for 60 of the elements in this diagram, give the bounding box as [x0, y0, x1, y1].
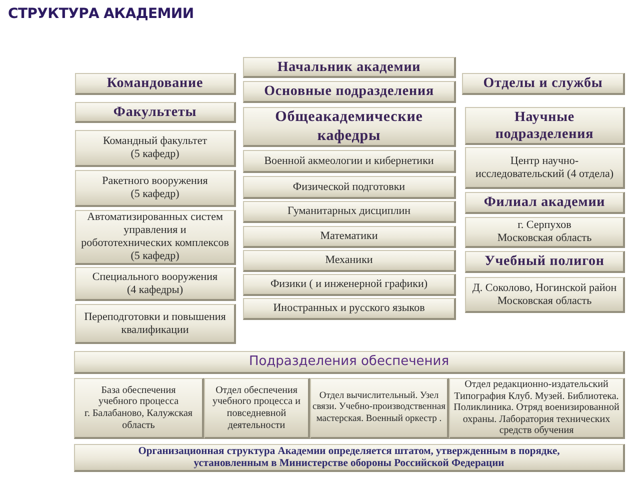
- section-heading: Филиал академии: [484, 194, 606, 211]
- unit-card: [243, 250, 456, 272]
- unit-card: [465, 217, 625, 248]
- unit-name: Автоматизированных систем управления и робототехнических комплексов (5 кафедр): [80, 211, 230, 263]
- section-heading: Начальник академии: [277, 58, 421, 76]
- section-heading: Учебный полигон: [484, 253, 604, 270]
- unit-description: Отдел редакционно-издательский Типография Клуб. Музей. Библиотека. Поликлиника. Отряд военизированной охраны. Лаборатория технических средств обучения: [452, 379, 620, 437]
- unit-name: Центр научно-исследовательский (4 отдела): [474, 154, 614, 180]
- unit-name: Механики: [325, 254, 373, 267]
- section-heading: Отделы и службы: [483, 75, 603, 92]
- support-unit-panel: [74, 378, 204, 439]
- unit-name: Физики ( и инженерной графики): [270, 278, 428, 291]
- unit-card: [75, 130, 236, 167]
- unit-description: Отдел обеспечения учебного процесса и повседневной деятельности: [212, 384, 302, 432]
- unit-card: [243, 150, 456, 173]
- unit-name: Физической подготовки: [292, 180, 406, 194]
- section-heading: Командование: [106, 75, 204, 92]
- section-header-bar: [465, 251, 625, 273]
- support-unit-panel: [310, 378, 449, 439]
- page-title: СТРУКТУРА АКАДЕМИИ: [8, 5, 194, 23]
- unit-name: Математики: [320, 230, 378, 243]
- section-header-bar: [465, 107, 625, 145]
- section-header-bar: [75, 102, 236, 123]
- unit-card: [465, 277, 625, 313]
- section-header-bar: [462, 73, 625, 95]
- unit-card: [75, 170, 236, 207]
- support-unit-panel: [204, 378, 310, 439]
- section-heading: Основные подразделения: [264, 83, 434, 100]
- unit-card: [243, 226, 456, 248]
- unit-name: Военной акмеологии и кибернетики: [264, 154, 434, 168]
- section-header-bar: [243, 107, 456, 147]
- unit-description: База обеспечения учебного процесса: [97, 384, 180, 408]
- unit-card: [243, 298, 456, 320]
- section-heading: Научные подразделения: [494, 108, 595, 142]
- section-header-bar: [75, 73, 236, 95]
- unit-name: Ракетного вооружения (5 кафедр): [101, 175, 209, 201]
- unit-card: [75, 267, 236, 301]
- section-header-bar: [243, 57, 456, 78]
- unit-name: Специального вооружения (4 кафедры): [91, 270, 219, 296]
- unit-description: Отдел вычислительный. Узел связи. Учебно-производственная мастерская. Военный оркестр .: [312, 390, 446, 426]
- unit-card: [243, 274, 456, 296]
- unit-name: Иностранных и русского языков: [273, 302, 425, 315]
- unit-name: Д. Соколово, Ногинской район Московская область: [471, 282, 618, 308]
- section-heading: Факультеты: [113, 104, 197, 120]
- section-header-bar: [74, 351, 625, 374]
- unit-card: [243, 176, 456, 199]
- unit-card: [243, 201, 456, 223]
- section-heading: Подразделения обеспечения: [248, 354, 450, 370]
- unit-name: г. Серпухов Московская область: [496, 219, 593, 245]
- unit-name: Гуманитарных дисциплин: [288, 205, 410, 218]
- unit-card: [465, 147, 625, 189]
- note-text: Организационная структура Академии определяется штатом, утвержденным в порядке, установленным в Министерстве обороны Российской Федерации: [137, 446, 561, 470]
- section-header-bar: [243, 81, 456, 103]
- section-heading: Общеакадемические кафедры: [274, 108, 424, 146]
- note-banner: [74, 444, 625, 472]
- unit-name: Переподготовки и повышения квалификации: [83, 310, 227, 336]
- section-header-bar: [465, 192, 625, 214]
- unit-card: [75, 304, 236, 344]
- unit-name: Командный факультет (5 кафедр): [102, 135, 208, 161]
- unit-description: г. Балабаново, Калужская область: [83, 408, 194, 432]
